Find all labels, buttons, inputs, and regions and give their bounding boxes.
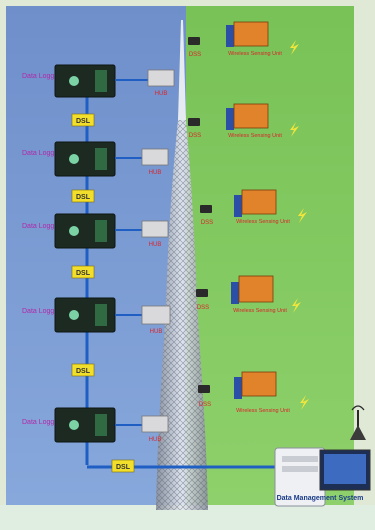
camera-label-3: DSS <box>201 220 213 226</box>
camera-5 <box>198 385 210 393</box>
link-tag-label-4: DSL <box>76 368 91 375</box>
sensor-module-3 <box>241 189 277 215</box>
sensor-label-2: Wireless Sensing Unit <box>228 133 282 139</box>
camera-1 <box>188 37 200 45</box>
logger-chip-2 <box>95 148 107 170</box>
hub-label-2: HUB <box>149 170 162 176</box>
row-4: Data Logger HUB DSL DSS Wireless Sensing… <box>22 275 301 377</box>
logger-label-2: Data Logger <box>22 150 61 157</box>
link-tag-label-1: DSL <box>76 118 91 125</box>
sensor-module-2 <box>233 103 269 129</box>
tower-spire <box>178 20 186 120</box>
server-icon <box>274 447 371 507</box>
link-tag-label-2: DSL <box>76 194 91 201</box>
logger-core-3 <box>69 226 79 236</box>
sensor-module-4 <box>238 275 274 303</box>
hub-box-5 <box>141 415 169 433</box>
hub-label-3: HUB <box>149 242 162 248</box>
sensor-battery-3 <box>234 195 242 217</box>
sensor-label-5: Wireless Sensing Unit <box>236 408 290 414</box>
sensor-battery-1 <box>226 25 234 47</box>
logger-core-5 <box>69 420 79 430</box>
logger-core-1 <box>69 76 79 86</box>
lightning-icon-3 <box>298 208 307 223</box>
camera-3 <box>200 205 212 213</box>
hub-box-3 <box>141 220 169 238</box>
logger-chip-1 <box>95 70 107 92</box>
logger-label-5: Data Logger <box>22 419 61 426</box>
logger-chip-3 <box>95 220 107 242</box>
logger-label-3: Data Logger <box>22 223 61 230</box>
right-panel <box>186 6 354 526</box>
camera-2 <box>188 118 200 126</box>
hub-label-5: HUB <box>149 437 162 443</box>
logger-core-2 <box>69 154 79 164</box>
logger-chip-4 <box>95 304 107 326</box>
tower-mesh <box>156 120 208 510</box>
sensor-battery-5 <box>234 377 242 399</box>
sensor-module-1 <box>233 21 269 47</box>
sensor-label-1a: Wireless Sensing Unit <box>228 51 282 57</box>
lightning-icon-2 <box>290 122 299 137</box>
row-3: Data Logger HUB DSL DSS Wireless Sensing… <box>22 189 307 279</box>
lightning-icon-4 <box>292 298 301 313</box>
logger-chip-5 <box>95 414 107 436</box>
bottom-link-tag-label: DSL <box>116 464 131 471</box>
camera-label-2: DSS <box>189 133 201 139</box>
camera-4 <box>196 289 208 297</box>
server-label: Data Management System <box>277 495 364 502</box>
hub-box-1 <box>147 69 175 87</box>
camera-label-1: DSS <box>189 52 201 58</box>
camera-label-4: DSS <box>197 305 209 311</box>
hub-box-4 <box>141 305 171 325</box>
link-tag-label-3: DSL <box>76 270 91 277</box>
logger-core-4 <box>69 310 79 320</box>
row-5: Data Logger HUB DSS Wireless Sensing Uni… <box>22 371 309 443</box>
sensor-battery-2 <box>226 108 234 130</box>
bottom-link-tag <box>111 459 135 473</box>
hub-label-1: HUB <box>155 91 168 97</box>
logger-label-1: Data Logger <box>22 73 61 80</box>
sensor-label-3: Wireless Sensing Unit <box>236 219 290 225</box>
antenna-icon <box>350 405 366 440</box>
logger-label-4: Data Logger <box>22 308 61 315</box>
link-tag-3 <box>71 265 95 279</box>
sensor-module-5 <box>241 371 277 397</box>
sensor-label-4: Wireless Sensing Unit <box>233 308 287 314</box>
camera-label-5: DSS <box>199 402 211 408</box>
lightning-icon-5 <box>300 395 309 410</box>
hub-box-2 <box>141 148 169 166</box>
sensor-battery-4 <box>231 282 239 304</box>
row-1: Data Logger HUB DSL DSS Wireless Sensing… <box>22 21 299 127</box>
link-tag-2 <box>71 189 95 203</box>
hub-label-4: HUB <box>150 329 163 335</box>
row-2: Data Logger HUB DSL DSS Wireless Sensing… <box>22 103 299 203</box>
lightning-icon-1 <box>290 40 299 55</box>
link-tag-1 <box>71 113 95 127</box>
link-tag-4 <box>71 363 95 377</box>
